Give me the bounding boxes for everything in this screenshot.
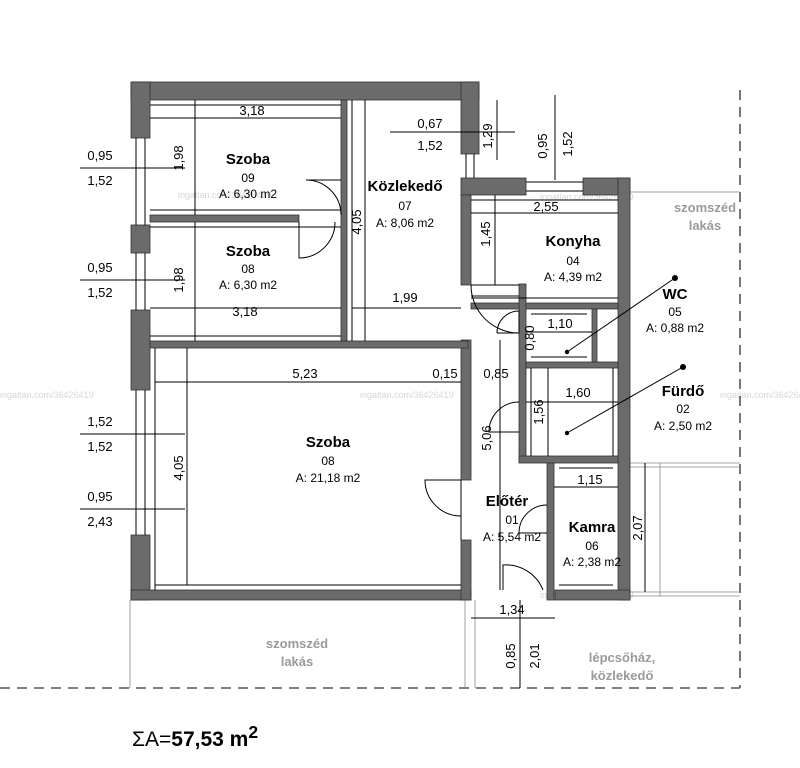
watermark-text: ingatlan.com/36426419: [178, 190, 272, 200]
neighbor-label: lépcsőház,: [589, 650, 655, 665]
dim-label: 1,15: [577, 472, 602, 487]
watermark-text: ingatlan.com/36426419: [540, 192, 634, 202]
watermark-text: ingatlan.com/36426419: [0, 390, 94, 400]
dim-label: 1,98: [171, 145, 186, 170]
dim-label: 4,05: [171, 455, 186, 480]
dimension-labels: 3,18 1,98 0,95 1,52 0,67 1,52 1,29 0,95 …: [87, 103, 645, 669]
dim-label: 4,05: [349, 209, 364, 234]
svg-text:01: 01: [505, 513, 519, 527]
svg-text:02: 02: [676, 402, 690, 416]
svg-text:09: 09: [241, 171, 255, 185]
neighbor-label: lakás: [281, 654, 314, 669]
dim-label: 1,52: [87, 414, 112, 429]
dim-label: 1,52: [417, 138, 442, 153]
room-kozlekedo: Közlekedő 07 A: 8,06 m2: [367, 178, 442, 230]
dim-label: 1,60: [565, 385, 590, 400]
svg-text:A: 0,88 m2: A: 0,88 m2: [646, 321, 704, 335]
boundary-lines: [0, 90, 741, 689]
dim-label: 0,15: [432, 366, 457, 381]
dim-label: 1,29: [480, 123, 495, 148]
dim-label: 0,80: [522, 325, 537, 350]
neighbor-labels: szomszéd lakás szomszéd lakás lépcsőház,…: [266, 200, 736, 683]
dim-label: 3,18: [232, 304, 257, 319]
room-furdo: Fürdő 02 A: 2,50 m2: [654, 383, 712, 433]
dim-label: 5,23: [292, 366, 317, 381]
svg-text:Fürdő: Fürdő: [662, 383, 705, 400]
svg-text:Közlekedő: Közlekedő: [367, 178, 442, 195]
dimension-lines: [80, 95, 646, 688]
svg-text:A: 21,18 m2: A: 21,18 m2: [296, 471, 361, 485]
room-kamra: Kamra 06 A: 2,38 m2: [563, 519, 621, 569]
svg-text:A: 6,30 m2: A: 6,30 m2: [219, 187, 277, 201]
dim-label: 1,99: [392, 290, 417, 305]
dim-label: 2,43: [87, 514, 112, 529]
neighbor-label: szomszéd: [674, 200, 736, 215]
svg-text:08: 08: [241, 262, 255, 276]
walls: [130, 81, 631, 601]
dim-label: 2,07: [630, 515, 645, 540]
svg-text:A: 2,38 m2: A: 2,38 m2: [563, 555, 621, 569]
svg-text:Konyha: Konyha: [545, 233, 601, 250]
svg-text:A: 8,06 m2: A: 8,06 m2: [376, 216, 434, 230]
svg-text:Szoba: Szoba: [226, 151, 271, 168]
window-lines: [135, 100, 618, 590]
dim-label: 1,52: [87, 439, 112, 454]
svg-text:08: 08: [321, 454, 335, 468]
dim-label: 1,98: [171, 267, 186, 292]
dim-label: 2,55: [533, 199, 558, 214]
dim-label: 0,95: [87, 489, 112, 504]
svg-text:Szoba: Szoba: [226, 243, 271, 260]
doors: [298, 179, 548, 591]
dim-label: 1,34: [499, 602, 524, 617]
room-eloter: Előtér 01 A: 5,54 m2: [483, 493, 541, 544]
room-szoba-08-small: Szoba 08 A: 6,30 m2: [219, 243, 277, 292]
dim-label: 1,52: [87, 173, 112, 188]
room-konyha: Konyha 04 A: 4,39 m2: [544, 233, 602, 284]
total-prefix: ΣA=: [132, 728, 172, 751]
neighbor-label: szomszéd: [266, 636, 328, 651]
svg-text:07: 07: [398, 199, 412, 213]
dim-label: 1,56: [531, 399, 546, 424]
room-labels: Szoba 09 A: 6,30 m2 Szoba 08 A: 6,30 m2 …: [219, 151, 712, 569]
room-szoba-08-large: Szoba 08 A: 21,18 m2: [296, 434, 361, 485]
svg-text:Kamra: Kamra: [569, 519, 616, 536]
dim-label: 0,67: [417, 116, 442, 131]
total-value: 57,53 m2: [171, 722, 259, 751]
total-area: ΣA=57,53 m2: [132, 722, 258, 752]
svg-text:A: 5,54 m2: A: 5,54 m2: [483, 530, 541, 544]
svg-text:06: 06: [585, 539, 599, 553]
room-szoba-09: Szoba 09 A: 6,30 m2: [219, 151, 277, 201]
svg-text:05: 05: [668, 305, 682, 319]
neighbor-label: lakás: [689, 218, 722, 233]
dim-label: 0,85: [483, 366, 508, 381]
svg-text:A: 4,39 m2: A: 4,39 m2: [544, 270, 602, 284]
dim-label: 3,18: [239, 103, 264, 118]
dim-label: 1,10: [547, 316, 572, 331]
dim-label: 1,52: [87, 285, 112, 300]
dim-label: 0,95: [535, 133, 550, 158]
watermark-text: ingatlan.com/36426419: [360, 390, 454, 400]
svg-text:Szoba: Szoba: [306, 434, 351, 451]
neighbor-label: közlekedő: [591, 668, 654, 683]
svg-text:A: 2,50 m2: A: 2,50 m2: [654, 419, 712, 433]
dim-label: 1,45: [478, 221, 493, 246]
svg-text:WC: WC: [663, 286, 688, 303]
dim-label: 0,95: [87, 260, 112, 275]
dim-label: 0,85: [503, 643, 518, 668]
svg-text:Előtér: Előtér: [486, 493, 529, 510]
room-wc: WC 05 A: 0,88 m2: [646, 286, 704, 335]
dim-label: 0,95: [87, 148, 112, 163]
leader-lines: [564, 275, 686, 436]
svg-text:A: 6,30 m2: A: 6,30 m2: [219, 278, 277, 292]
dim-label: 1,52: [560, 131, 575, 156]
dim-label: 5,06: [479, 425, 494, 450]
dim-label: 2,01: [527, 643, 542, 668]
watermark-text: ingatlan.com/36426419: [720, 390, 800, 400]
svg-text:04: 04: [566, 254, 580, 268]
